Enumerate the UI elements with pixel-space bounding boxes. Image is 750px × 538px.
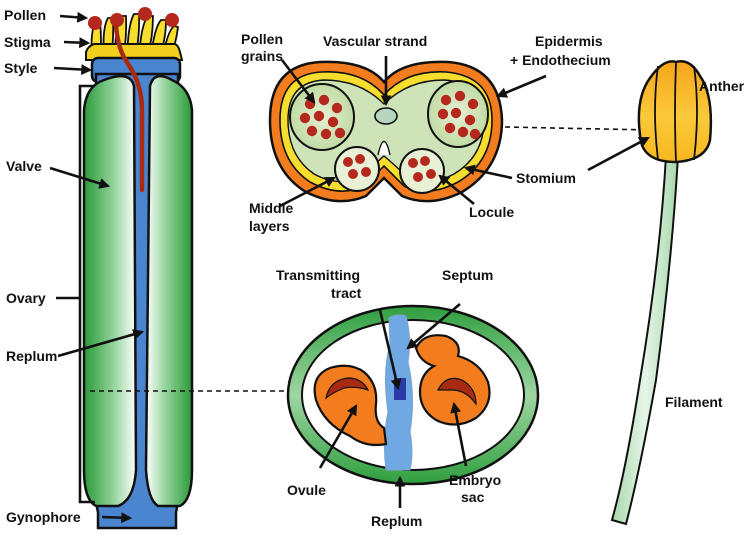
- label-replum-bottom: Replum: [371, 513, 422, 529]
- label-epidermis-1: Epidermis: [535, 33, 603, 49]
- locule-lower-right: [400, 149, 444, 193]
- label-pollen-grains-1: Pollen: [241, 31, 283, 47]
- label-vascular-strand: Vascular strand: [323, 33, 427, 49]
- label-embryo-1: Embryo: [449, 472, 501, 488]
- label-ovule: Ovule: [287, 482, 326, 498]
- label-anther: Anther: [699, 78, 745, 94]
- valve-right: [146, 76, 192, 506]
- label-ovary: Ovary: [6, 290, 46, 306]
- label-stomium: Stomium: [516, 170, 576, 186]
- label-embryo-2: sac: [461, 489, 485, 505]
- label-middle-layers-2: layers: [249, 218, 290, 234]
- label-gynophore: Gynophore: [6, 509, 81, 525]
- locule-lower-left: [335, 147, 379, 191]
- filament: [612, 156, 678, 524]
- label-pollen-grains-2: grains: [241, 48, 283, 64]
- vascular-strand: [375, 108, 397, 124]
- valve-left: [84, 76, 136, 506]
- label-septum: Septum: [442, 267, 493, 283]
- label-locule: Locule: [469, 204, 514, 220]
- label-stigma: Stigma: [4, 34, 51, 50]
- label-replum-left: Replum: [6, 348, 57, 364]
- label-middle-layers-1: Middle: [249, 200, 294, 216]
- label-transmitting-1: Transmitting: [276, 267, 360, 283]
- label-filament: Filament: [665, 394, 723, 410]
- label-style: Style: [4, 60, 38, 76]
- label-transmitting-2: tract: [331, 285, 362, 301]
- label-epidermis-2: + Endothecium: [510, 52, 611, 68]
- stamen: [612, 61, 711, 524]
- label-valve: Valve: [6, 158, 42, 174]
- label-pollen: Pollen: [4, 7, 46, 23]
- pistil: [80, 7, 192, 528]
